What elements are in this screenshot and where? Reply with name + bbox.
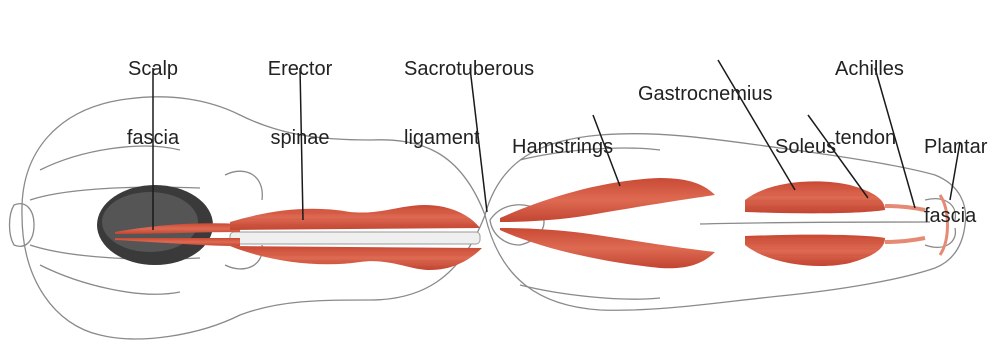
label-hamstrings: Hamstrings: [512, 90, 613, 205]
achilles-tendon-lower: [885, 238, 925, 242]
label-erector-spinae: Erector spinae: [268, 12, 332, 196]
label-erector-spinae-line1: Erector: [268, 58, 332, 81]
label-soleus-line1: Soleus: [775, 136, 836, 159]
label-scalp-fascia-line1: Scalp: [127, 58, 179, 81]
spine: [230, 232, 480, 244]
label-hamstrings-line1: Hamstrings: [512, 136, 613, 159]
achilles-tendon-upper: [885, 206, 925, 210]
label-gastrocnemius: Gastrocnemius: [638, 37, 773, 152]
label-sacrotuberous-ligament-line1: Sacrotuberous: [404, 58, 534, 81]
label-plantar-fascia-line1: Plantar: [924, 136, 987, 159]
label-achilles-tendon: Achilles tendon: [835, 12, 904, 196]
label-scalp-fascia: Scalp fascia: [127, 12, 179, 196]
label-achilles-tendon-line1: Achilles: [835, 58, 904, 81]
label-gastrocnemius-line1: Gastrocnemius: [638, 83, 773, 106]
label-erector-spinae-line2: spinae: [268, 127, 332, 150]
label-achilles-tendon-line2: tendon: [835, 127, 904, 150]
label-plantar-fascia-line2: fascia: [924, 205, 987, 228]
label-plantar-fascia: Plantar fascia: [924, 90, 987, 274]
label-soleus: Soleus: [775, 90, 836, 205]
hamstrings-lower: [500, 228, 715, 268]
label-scalp-fascia-line2: fascia: [127, 127, 179, 150]
